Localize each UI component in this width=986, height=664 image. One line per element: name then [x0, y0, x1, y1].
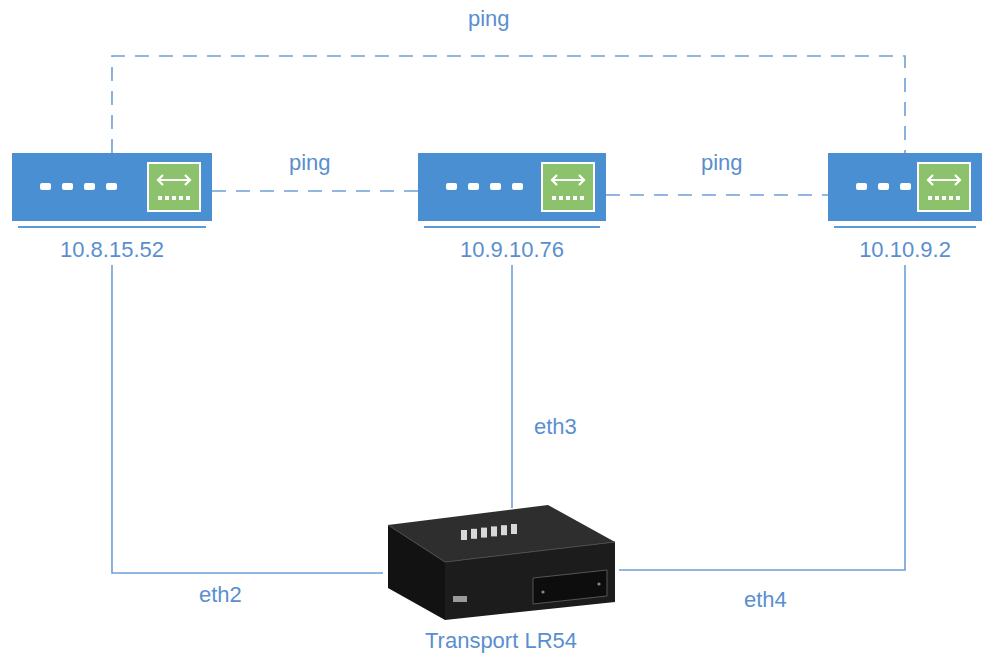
arrow-symbol [928, 175, 960, 185]
logo-mark [453, 596, 467, 602]
ethernet-cable [511, 265, 513, 508]
port-dot [468, 183, 479, 190]
ping-link [112, 56, 905, 153]
port-dot [573, 196, 577, 200]
port-dot [552, 196, 556, 200]
port-dot [956, 196, 960, 200]
router-icon [828, 153, 982, 233]
port-label: eth2 [196, 582, 245, 608]
device-side [388, 525, 445, 620]
ip-address-label: 10.10.9.2 [859, 237, 951, 263]
ping-link [212, 190, 418, 192]
router-base [18, 226, 206, 228]
port-dot [40, 183, 51, 190]
router-node: 10.10.9.2 [828, 153, 982, 265]
arrow-symbol [552, 175, 584, 185]
switch-panel [918, 163, 970, 211]
port-dot [928, 196, 932, 200]
router-body [828, 153, 982, 221]
port-dot [446, 183, 457, 190]
router-body [418, 153, 606, 221]
router-base [424, 226, 600, 228]
port-dot [935, 196, 939, 200]
router-body [12, 153, 212, 221]
port-dot [186, 196, 190, 200]
port-dot [580, 196, 584, 200]
port-label: eth4 [741, 587, 790, 613]
led-indicator [471, 529, 477, 539]
led-indicator [461, 530, 467, 540]
port-dot [559, 196, 563, 200]
led-indicator [481, 528, 487, 538]
ping-label: ping [286, 150, 334, 176]
front-panel [533, 570, 607, 604]
ethernet-cable [112, 265, 383, 573]
router-icon [418, 153, 606, 233]
port-dot [62, 183, 73, 190]
port-dot [900, 183, 911, 190]
led-indicator [491, 526, 497, 536]
port-dot [84, 183, 95, 190]
arrow-symbol [158, 175, 190, 185]
port-dot [566, 196, 570, 200]
port-dot [949, 196, 953, 200]
ip-address-label: 10.9.10.76 [460, 237, 564, 263]
ping-label: ping [698, 150, 746, 176]
router-base [834, 226, 976, 228]
port-dot [942, 196, 946, 200]
port-dot [856, 183, 867, 190]
router-icon [12, 153, 212, 233]
panel-screw [597, 582, 600, 585]
led-indicator [511, 524, 517, 534]
ping-link [606, 194, 828, 196]
router-node: 10.9.10.76 [418, 153, 606, 265]
ip-address-label: 10.8.15.52 [60, 237, 164, 263]
port-dot [512, 183, 523, 190]
device-front [445, 542, 615, 620]
port-label: eth3 [531, 414, 580, 440]
port-dot [179, 196, 183, 200]
port-dot [490, 183, 501, 190]
switch-panel [542, 163, 594, 211]
device-illustration [383, 500, 619, 624]
device-edge [388, 525, 615, 562]
port-dot [158, 196, 162, 200]
ping-label: ping [465, 6, 513, 32]
led-indicator [501, 525, 507, 535]
port-dot [172, 196, 176, 200]
port-dot [106, 183, 117, 190]
ethernet-cable [619, 265, 905, 570]
port-dot [165, 196, 169, 200]
panel-screw [541, 590, 544, 593]
router-node: 10.8.15.52 [12, 153, 212, 265]
device-node: Transport LR54 [383, 500, 619, 656]
device-label: Transport LR54 [425, 628, 577, 654]
switch-panel [148, 163, 200, 211]
port-dot [878, 183, 889, 190]
